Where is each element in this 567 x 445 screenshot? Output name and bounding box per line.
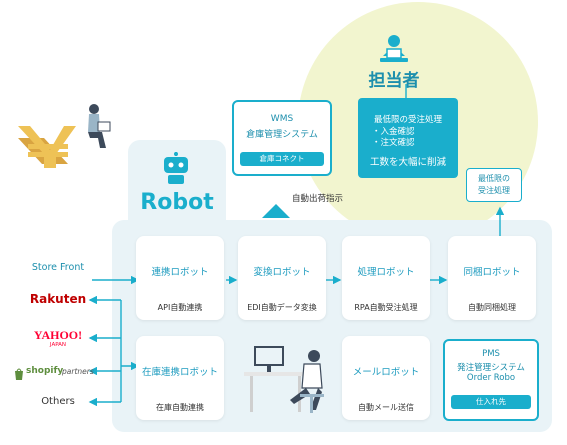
card-subtitle: 自動メール送信: [358, 403, 414, 412]
operator-line3: ・注文確認: [372, 138, 415, 148]
minimal-processing-callout: 最低限の 受注処理: [466, 168, 522, 202]
card-title: 在庫連携ロボット: [141, 367, 218, 378]
relaxing-worker-illustration: [240, 338, 330, 418]
yahoo-logo-sub: JAPAN: [49, 342, 67, 348]
card-api-robot: 連携ロボット API自動連携: [136, 236, 224, 320]
pms-box: PMS 発注管理システム Order Robo 仕入れ先: [443, 339, 539, 421]
callout-line1: 最低限の: [478, 174, 510, 183]
callout-line2: 受注処理: [478, 186, 510, 195]
card-title: 変換ロボット: [253, 267, 311, 278]
shopify-partners-label: partners: [62, 367, 94, 376]
pms-line2: 発注管理システム: [457, 363, 525, 373]
wms-button[interactable]: 倉庫コネクト: [240, 152, 324, 166]
operator-line1: 最低限の受注処理: [373, 115, 442, 125]
shopify-logo: shopify: [26, 366, 64, 376]
card-title: 処理ロボット: [357, 267, 415, 278]
wms-line2: 倉庫管理システム: [246, 130, 318, 140]
card-subtitle: API自動連携: [157, 303, 203, 312]
wms-line1: WMS: [270, 114, 294, 124]
person-title: 担当者: [368, 71, 420, 91]
operator-box: 最低限の受注処理 ・入金確認 ・注文確認 工数を大幅に削減: [358, 98, 458, 178]
yahoo-logo: YAHOO!: [33, 328, 83, 342]
card-convert-robot: 変換ロボット EDI自動データ変換: [238, 236, 326, 320]
card-subtitle: RPA自動受注処理: [354, 303, 418, 312]
pms-line3: Order Robo: [466, 373, 516, 383]
robot-title: Robot: [140, 190, 214, 215]
supplier-button[interactable]: 仕入れ先: [451, 395, 531, 409]
card-bundle-robot: 同梱ロボット 自動同梱処理: [448, 236, 536, 320]
card-title: 同梱ロボット: [463, 267, 521, 278]
card-mail-robot: メールロボット 自動メール送信: [342, 336, 430, 420]
person-desk-icon: [378, 34, 410, 64]
card-title: 連携ロボット: [151, 267, 209, 278]
card-inventory-robot: 在庫連携ロボット 在庫自動連携: [136, 336, 224, 420]
shopify-bag-icon: [14, 365, 24, 380]
card-subtitle: 在庫自動連携: [156, 403, 204, 412]
others-label: Others: [41, 396, 75, 407]
store-front-label: Store Front: [31, 262, 85, 273]
card-subtitle: 自動同梱処理: [468, 303, 516, 312]
robot-icon: [160, 152, 192, 186]
card-title: メールロボット: [352, 367, 420, 378]
operator-line4: 工数を大幅に削減: [369, 157, 446, 168]
operator-line2: ・入金確認: [372, 127, 415, 137]
triangle-up-icon: [262, 204, 290, 218]
auto-ship-label: 自動出荷指示: [292, 194, 344, 204]
card-process-robot: 処理ロボット RPA自動受注処理: [342, 236, 430, 320]
card-subtitle: EDI自動データ変換: [247, 303, 317, 312]
wms-box: WMS 倉庫管理システム 倉庫コネクト: [232, 100, 332, 176]
pms-line1: PMS: [482, 349, 500, 359]
rakuten-logo: Rakuten: [29, 292, 87, 306]
yen-worker-illustration: [10, 100, 120, 172]
